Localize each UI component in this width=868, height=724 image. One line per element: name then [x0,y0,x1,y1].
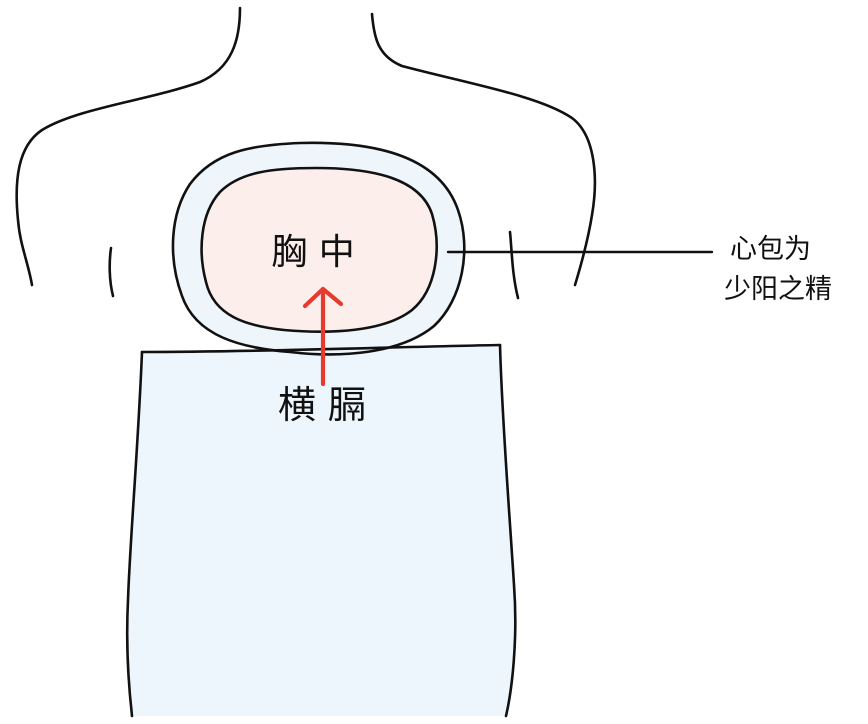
note-label-line1: 心包为 [730,234,811,265]
left-inner-arm-outline [108,246,115,298]
up-arrow-icon [302,286,344,387]
chest-center-region [200,166,438,333]
note-label-line2: 少阳之精 [724,274,832,305]
right-inner-arm-outline [508,230,520,300]
left-body-outline [15,6,242,287]
chest-label: 胸 中 [271,232,354,273]
abdomen-region [127,345,516,716]
right-torso-side [498,343,517,718]
left-torso-side [125,350,144,718]
diaphragm-label: 横 膈 [278,383,366,427]
right-body-outline [370,12,597,287]
